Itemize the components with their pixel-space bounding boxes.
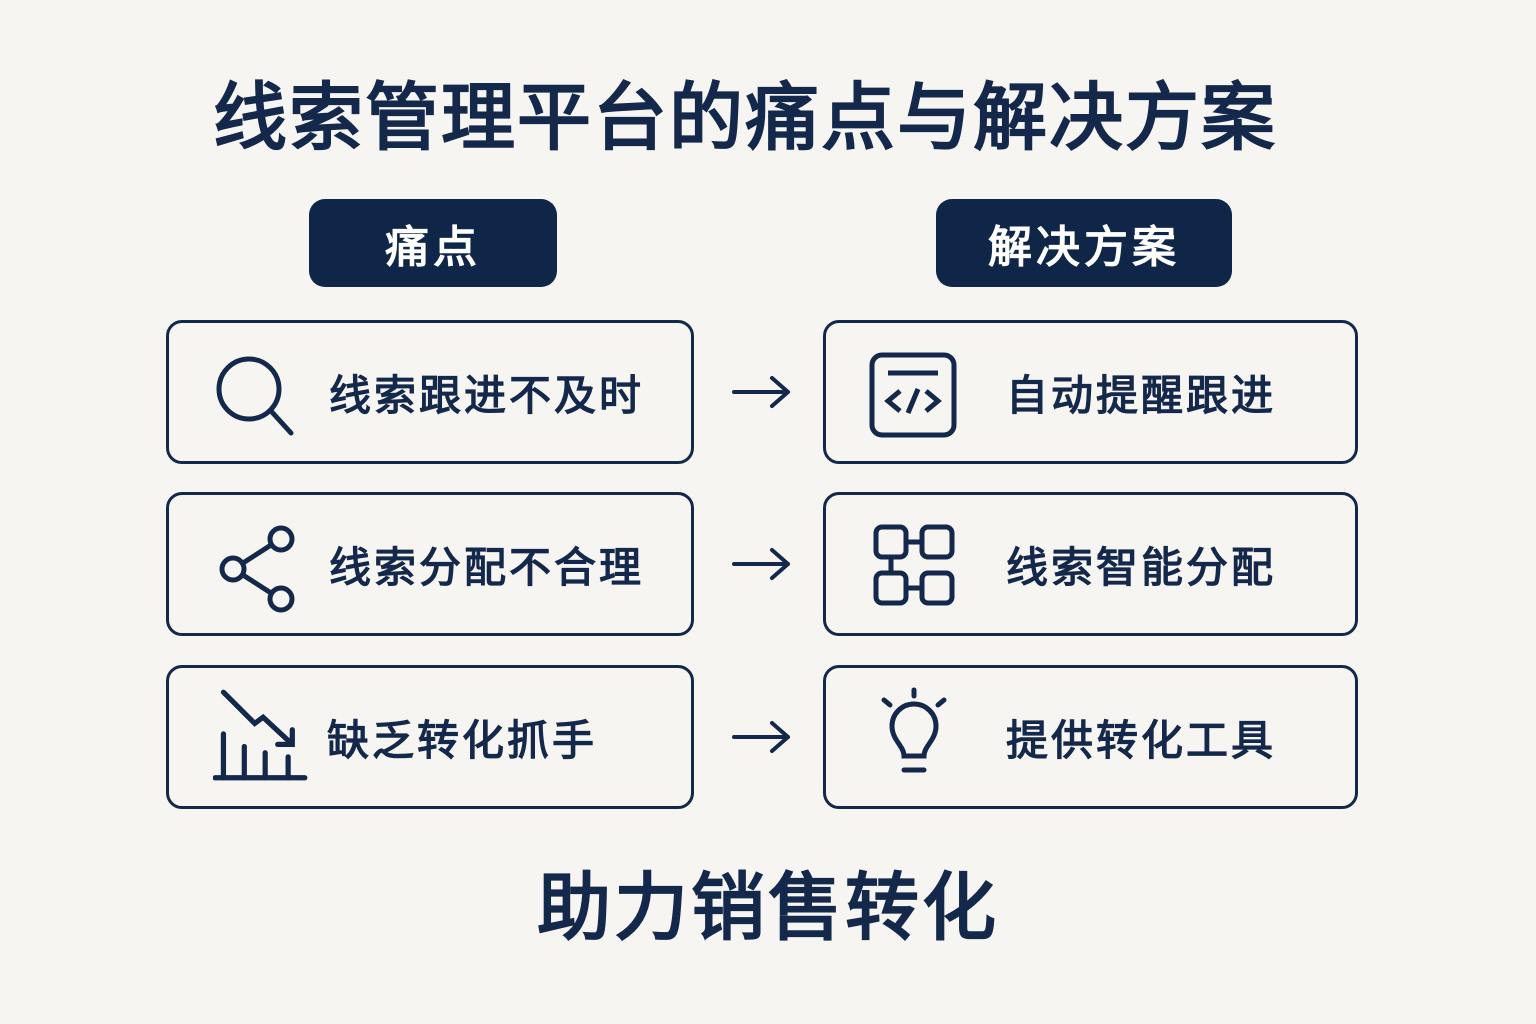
share-icon [219,525,295,613]
code-window-icon [869,352,957,438]
solution-header: 解决方案 [936,199,1232,287]
pain-label: 线索跟进不及时 [329,370,645,420]
pain-label: 线索分配不合理 [329,542,645,592]
solution-card: 自动提醒跟进 [823,320,1358,464]
solution-card: 提供转化工具 [823,665,1358,809]
declining-chart-icon [213,689,308,781]
solution-label: 线索智能分配 [1006,542,1277,592]
lightbulb-icon [881,687,947,773]
pain-header: 痛点 [309,199,557,287]
pain-card: 缺乏转化抓手 [166,665,694,809]
pain-card: 线索分配不合理 [166,492,694,636]
footer-slogan: 助力销售转化 [537,865,999,951]
arrow-icon [732,721,790,753]
solution-label: 提供转化工具 [1006,715,1277,765]
arrow-icon [732,376,790,408]
network-blocks-icon [873,524,955,606]
arrow-icon [732,548,790,580]
page-title: 线索管理平台的痛点与解决方案 [213,75,1277,161]
solution-card: 线索智能分配 [823,492,1358,636]
pain-card: 线索跟进不及时 [166,320,694,464]
solution-label: 自动提醒跟进 [1006,370,1277,420]
search-icon [216,356,294,436]
pain-label: 缺乏转化抓手 [327,715,598,765]
